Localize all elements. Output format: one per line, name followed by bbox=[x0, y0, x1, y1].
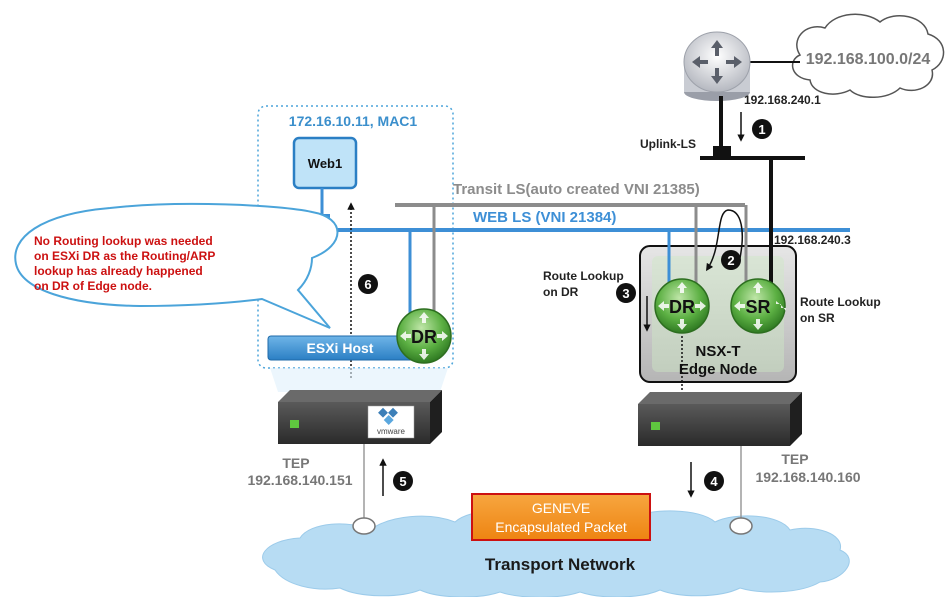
right-tep-label: TEP bbox=[781, 451, 808, 467]
svg-text:6: 6 bbox=[364, 277, 371, 292]
right-tep-port bbox=[729, 517, 753, 535]
callout-line-3: lookup has already happened bbox=[34, 264, 203, 278]
geneve-packet-box: GENEVE Encapsulated Packet bbox=[471, 493, 651, 541]
step-4-badge: 4 bbox=[704, 471, 724, 491]
svg-text:4: 4 bbox=[710, 474, 718, 489]
step-3-badge: 3 bbox=[616, 283, 636, 303]
svg-text:3: 3 bbox=[622, 286, 629, 301]
route-lookup-dr-line-2: on DR bbox=[543, 285, 579, 299]
step-2-badge: 2 bbox=[721, 250, 741, 270]
edge-sr-router-icon: SR bbox=[730, 278, 786, 334]
svg-text:DR: DR bbox=[411, 327, 437, 347]
uplink-switch-port bbox=[713, 146, 731, 158]
svg-text:vmware: vmware bbox=[377, 427, 406, 436]
sr-uplink-ip: 192.168.240.3 bbox=[774, 233, 851, 247]
left-server-icon: vmware bbox=[278, 390, 442, 444]
right-tep-ip: 192.168.140.160 bbox=[755, 469, 860, 485]
geneve-line-2: Encapsulated Packet bbox=[495, 519, 627, 535]
callout-line-4: on DR of Edge node. bbox=[34, 279, 152, 293]
router-icon bbox=[683, 31, 751, 101]
right-server-icon bbox=[638, 392, 802, 446]
cloud-network-label: 192.168.100.0/24 bbox=[806, 51, 931, 68]
left-tep-ip: 192.168.140.151 bbox=[247, 472, 352, 488]
host-dr-router-icon: DR bbox=[396, 308, 452, 364]
transport-network-cloud: Transport Network bbox=[262, 507, 850, 597]
svg-text:2: 2 bbox=[727, 253, 734, 268]
external-cloud: 192.168.100.0/24 bbox=[791, 13, 945, 98]
edge-label-nsxt: NSX-T bbox=[696, 343, 741, 360]
svg-text:5: 5 bbox=[399, 474, 406, 489]
svg-text:1: 1 bbox=[758, 122, 765, 137]
web1-vm-icon: Web1 bbox=[292, 136, 358, 190]
left-tep-port bbox=[352, 517, 376, 535]
edge-dr-router-icon: DR bbox=[654, 278, 710, 334]
route-lookup-dr-line-1: Route Lookup bbox=[543, 269, 624, 283]
step-5-badge: 5 bbox=[393, 471, 413, 491]
left-tep-label: TEP bbox=[282, 455, 309, 471]
web-ls-label: WEB LS (VNI 21384) bbox=[473, 209, 616, 226]
esxi-label: ESXi Host bbox=[307, 340, 374, 356]
callout-line-1: No Routing lookup was needed bbox=[34, 234, 213, 248]
geneve-line-1: GENEVE bbox=[532, 500, 590, 516]
transport-network-label: Transport Network bbox=[485, 555, 636, 574]
host-title: 172.16.10.11, MAC1 bbox=[289, 113, 418, 129]
callout-line-2: on ESXi DR as the Routing/ARP bbox=[34, 249, 215, 263]
vm-name: Web1 bbox=[308, 156, 342, 171]
svg-text:DR: DR bbox=[669, 297, 695, 317]
step-6-badge: 6 bbox=[358, 274, 378, 294]
uplink-ls-label: Uplink-LS bbox=[640, 137, 696, 151]
router-ip-label: 192.168.240.1 bbox=[744, 93, 821, 107]
step-1-badge: 1 bbox=[752, 119, 772, 139]
svg-text:SR: SR bbox=[745, 297, 770, 317]
route-lookup-sr-line-2: on SR bbox=[800, 311, 835, 325]
edge-label-node: Edge Node bbox=[679, 361, 757, 378]
transit-ls-label: Transit LS(auto created VNI 21385) bbox=[453, 181, 700, 198]
callout-bubble: No Routing lookup was needed on ESXi DR … bbox=[14, 202, 339, 329]
route-lookup-sr-line-1: Route Lookup bbox=[800, 295, 881, 309]
